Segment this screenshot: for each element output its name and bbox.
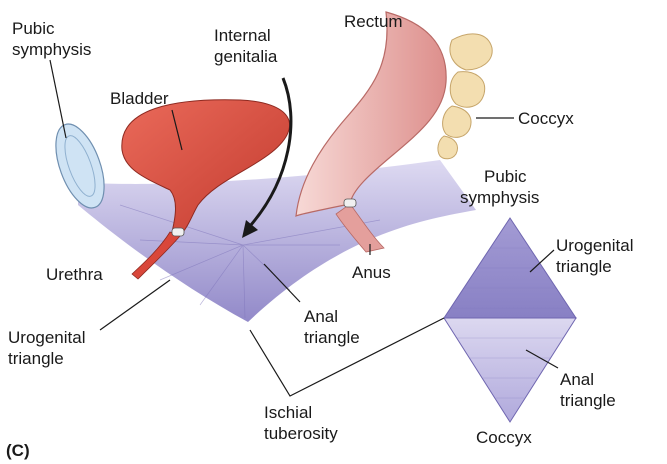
label-urogenital-triangle-right-l2: triangle: [556, 257, 612, 276]
label-rectum: Rectum: [344, 12, 403, 31]
label-pubic-symphysis-right-l2: symphysis: [460, 188, 539, 207]
label-bladder: Bladder: [110, 89, 169, 108]
label-ischial-tuberosity-l2: tuberosity: [264, 424, 338, 443]
label-coccyx-top: Coccyx: [518, 109, 574, 128]
coccyx-shape: [438, 34, 492, 159]
label-urogenital-triangle-left-l2: triangle: [8, 349, 64, 368]
label-pubic-symphysis-left-l2: symphysis: [12, 40, 91, 59]
label-urogenital-triangle-left-l1: Urogenital: [8, 328, 86, 347]
label-anal-triangle-right-l2: triangle: [560, 391, 616, 410]
label-anal-triangle-left-l2: triangle: [304, 328, 360, 347]
label-ischial-tuberosity-l1: Ischial: [264, 403, 312, 422]
label-pubic-symphysis-left-l1: Pubic: [12, 19, 55, 38]
label-urogenital-triangle-right-l1: Urogenital: [556, 236, 634, 255]
label-anus: Anus: [352, 263, 391, 282]
label-anal-triangle-left-l1: Anal: [304, 307, 338, 326]
label-pubic-symphysis-right-l1: Pubic: [484, 167, 527, 186]
label-internal-genitalia-l2: genitalia: [214, 47, 278, 66]
label-urethra: Urethra: [46, 265, 103, 284]
label-anal-triangle-right-l1: Anal: [560, 370, 594, 389]
label-internal-genitalia-l1: Internal: [214, 26, 271, 45]
label-coccyx-bottom: Coccyx: [476, 428, 532, 447]
panel-letter: (C): [6, 441, 30, 460]
